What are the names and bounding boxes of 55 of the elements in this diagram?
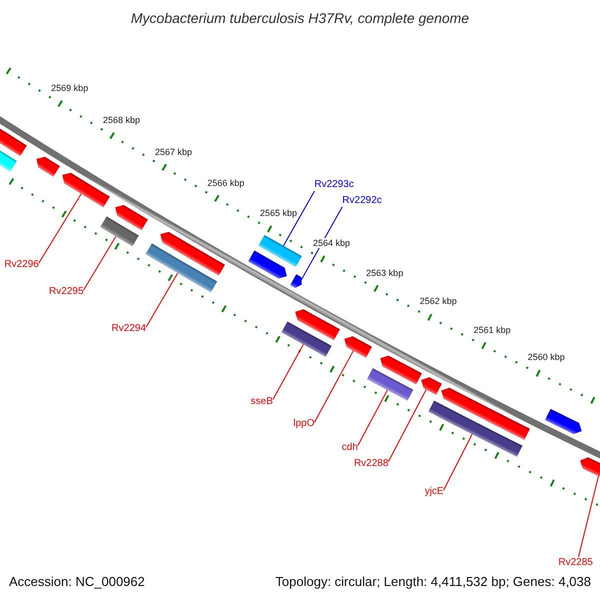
gene-label: cdh <box>342 442 358 454</box>
gene-label: Rv2285 <box>558 556 593 569</box>
gene-feature <box>248 250 287 279</box>
leader-line <box>146 272 178 328</box>
gene-bar <box>0 150 17 172</box>
gene-label: Rv2293c <box>314 179 354 192</box>
gene-label: sseB <box>250 396 273 408</box>
gene-feature <box>421 377 442 395</box>
leader-line <box>272 344 304 400</box>
gene-bar <box>428 400 522 457</box>
gene-label: Rv2294 <box>112 323 146 336</box>
gene-label: Rv2292c <box>342 194 382 207</box>
gene-label: Rv2295 <box>49 286 84 298</box>
gene-bar <box>100 216 139 246</box>
gene-feature <box>62 172 110 208</box>
gene-bar <box>366 368 414 401</box>
scale-label: 2561 kbp <box>474 324 511 335</box>
leader-line <box>578 476 599 558</box>
scale-label: 2562 kbp <box>420 296 457 306</box>
scale-label: 2568 kbp <box>102 115 140 126</box>
gene-feature <box>290 274 302 288</box>
leader-line <box>301 206 343 280</box>
scale-label: 2565 kbp <box>260 208 298 218</box>
leader-line <box>38 193 82 264</box>
gene-feature <box>295 309 340 340</box>
scale-label: 2564 kbp <box>312 238 350 248</box>
leader-line <box>357 390 388 446</box>
gene-feature <box>344 336 372 358</box>
gene-bar <box>281 321 332 357</box>
map-title: Mycobacterium tuberculosis H37Rv, complete genome <box>130 10 470 26</box>
leader-line <box>443 434 473 491</box>
leader-line <box>314 350 354 423</box>
gene-feature <box>580 457 600 477</box>
accession-note: Accession: NC_000962 <box>9 574 145 589</box>
scale-label: 2567 kbp <box>154 146 192 157</box>
leader-line <box>388 389 427 462</box>
gene-label: yjcE <box>424 486 444 498</box>
gene-label: Rv2296 <box>4 259 39 272</box>
gene-feature <box>545 408 582 434</box>
gene-feature <box>380 356 422 384</box>
leader-line <box>282 190 315 246</box>
gene-label: Rv2288 <box>354 458 388 470</box>
genome-stats-note: Topology: circular; Length: 4,411,532 bp; Genes: 4,038 <box>275 574 591 589</box>
gene-feature <box>160 232 225 276</box>
scale-label: 2560 kbp <box>528 352 565 362</box>
gene-feature <box>115 204 148 230</box>
gene-bar <box>258 234 302 268</box>
gene-bar <box>146 243 218 292</box>
scale-label: 2569 kbp <box>51 83 88 94</box>
gene-label: lppO <box>293 418 314 430</box>
scale-label: 2566 kbp <box>207 178 244 188</box>
leader-line <box>83 236 116 291</box>
gene-feature <box>36 156 60 177</box>
gene-feature <box>441 388 530 440</box>
scale-label: 2563 kbp <box>366 268 404 278</box>
